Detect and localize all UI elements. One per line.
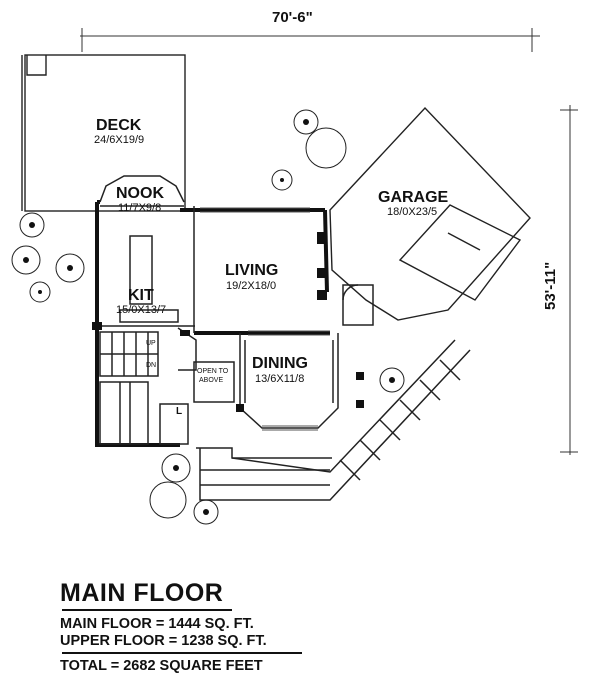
depth-dimension (560, 105, 578, 455)
kit-label: KIT (128, 287, 154, 304)
upper-floor-area: UPPER FLOOR = 1238 SQ. FT. (60, 633, 267, 649)
square-footage-summary: MAIN FLOOR MAIN FLOOR = 1444 SQ. FT. UPP… (60, 578, 480, 675)
title-underline (62, 609, 232, 611)
width-dimension-label: 70'-6" (272, 9, 313, 26)
fireplace-blocks (92, 232, 364, 412)
total-separator (62, 652, 302, 654)
kit-size: 15/0X13/7 (116, 304, 166, 316)
laundry-label: L (176, 406, 182, 417)
house-walls (95, 200, 330, 447)
dining-label: DINING (252, 355, 308, 372)
shrub-centers (23, 119, 395, 515)
living-size: 19/2X18/0 (226, 280, 276, 292)
open-to-above-label-2: ABOVE (199, 377, 223, 384)
interior-lines (99, 175, 471, 501)
garage-size: 18/0X23/5 (387, 206, 437, 218)
garage-area (329, 106, 531, 321)
living-label: LIVING (225, 262, 278, 279)
windows (200, 207, 330, 431)
stairs-down-label: DN (146, 362, 156, 369)
depth-dimension-label: 53'-11" (542, 262, 559, 310)
landscape-shrubs (11, 109, 405, 525)
deck-area (21, 54, 186, 212)
deck-label: DECK (96, 117, 142, 134)
nook-size: 11/7X9/8 (118, 202, 161, 214)
open-to-above-label-1: OPEN TO (197, 368, 229, 375)
deck-size: 24/6X19/9 (94, 134, 144, 146)
width-dimension (80, 28, 540, 52)
dining-size: 13/6X11/8 (255, 373, 304, 385)
main-floor-title: MAIN FLOOR (60, 579, 224, 607)
total-area: TOTAL = 2682 SQUARE FEET (60, 658, 263, 674)
garage-label: GARAGE (378, 189, 449, 206)
nook-label: NOOK (116, 185, 164, 202)
main-floor-area: MAIN FLOOR = 1444 SQ. FT. (60, 616, 254, 632)
stairs-up-label: UP (146, 340, 156, 347)
